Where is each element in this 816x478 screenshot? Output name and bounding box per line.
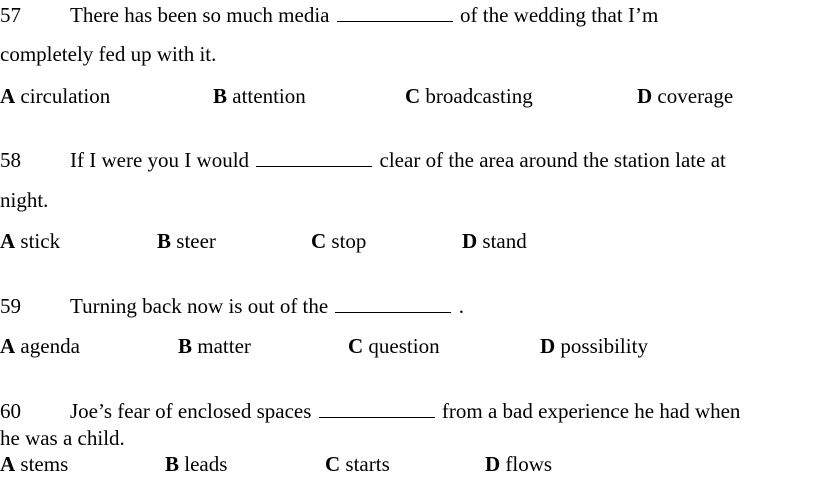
option-text: flows — [505, 452, 553, 476]
stem-text-after: . — [458, 294, 464, 318]
stem-text-before: There has been so much media — [70, 3, 330, 27]
option-letter: B — [213, 84, 228, 108]
option-text: stop — [331, 229, 367, 253]
option-text: circulation — [20, 84, 111, 108]
option-d[interactable]: D flows — [485, 452, 552, 476]
question-number: 59 — [0, 294, 21, 318]
option-d[interactable]: D stand — [462, 229, 527, 253]
option-letter: A — [0, 334, 16, 358]
option-a[interactable]: A agenda — [0, 334, 80, 358]
answer-blank — [256, 148, 373, 167]
option-letter: B — [178, 334, 193, 358]
option-b[interactable]: B matter — [178, 334, 251, 358]
question-60-continuation: he was a child. — [0, 426, 125, 450]
answer-blank — [318, 399, 435, 418]
option-d[interactable]: D possibility — [540, 334, 648, 358]
stem-text-before: Joe’s fear of enclosed spaces — [70, 399, 312, 423]
answer-blank — [336, 3, 453, 22]
option-letter: B — [165, 452, 180, 476]
option-text: stick — [20, 229, 61, 253]
option-text: matter — [197, 334, 251, 358]
option-a[interactable]: A stick — [0, 229, 60, 253]
option-letter: D — [637, 84, 653, 108]
option-b[interactable]: B steer — [157, 229, 216, 253]
option-letter: C — [405, 84, 421, 108]
option-letter: C — [348, 334, 364, 358]
option-text: coverage — [657, 84, 734, 108]
option-letter: A — [0, 229, 16, 253]
option-d[interactable]: D coverage — [637, 84, 733, 108]
question-59-stem: 59 Turning back now is out of the . — [0, 294, 464, 318]
option-c[interactable]: C starts — [325, 452, 390, 476]
option-text: stand — [482, 229, 527, 253]
question-number: 58 — [0, 148, 21, 172]
option-text: stems — [20, 452, 69, 476]
option-letter: A — [0, 452, 16, 476]
option-letter: B — [157, 229, 172, 253]
stem-text-after: of the wedding that I’m — [460, 3, 659, 27]
option-letter: D — [540, 334, 556, 358]
question-57-continuation: completely fed up with it. — [0, 42, 217, 66]
question-number: 57 — [0, 3, 21, 27]
option-b[interactable]: B leads — [165, 452, 227, 476]
option-a[interactable]: A circulation — [0, 84, 110, 108]
question-58-stem: 58 If I were you I would clear of the are… — [0, 148, 726, 172]
option-text: steer — [176, 229, 216, 253]
option-c[interactable]: C stop — [311, 229, 366, 253]
option-letter: C — [325, 452, 341, 476]
option-letter: C — [311, 229, 327, 253]
option-text: question — [368, 334, 440, 358]
answer-blank — [335, 294, 452, 313]
option-c[interactable]: C broadcasting — [405, 84, 533, 108]
question-58-continuation: night. — [0, 188, 49, 212]
option-text: leads — [184, 452, 228, 476]
option-letter: D — [462, 229, 478, 253]
option-text: agenda — [20, 334, 80, 358]
option-b[interactable]: B attention — [213, 84, 306, 108]
stem-text-before: If I were you I would — [70, 148, 250, 172]
option-text: possibility — [560, 334, 648, 358]
option-c[interactable]: C question — [348, 334, 440, 358]
stem-text-before: Turning back now is out of the — [70, 294, 329, 318]
option-letter: A — [0, 84, 16, 108]
question-number: 60 — [0, 399, 21, 423]
option-letter: D — [485, 452, 501, 476]
question-60-stem: 60 Joe’s fear of enclosed spaces from a b… — [0, 399, 740, 423]
stem-text-after: clear of the area around the station lat… — [379, 148, 726, 172]
question-57-stem: 57 There has been so much media of the we… — [0, 3, 658, 27]
option-a[interactable]: A stems — [0, 452, 68, 476]
option-text: attention — [232, 84, 306, 108]
stem-text-after: from a bad experience he had when — [441, 399, 741, 423]
option-text: starts — [345, 452, 390, 476]
option-text: broadcasting — [425, 84, 533, 108]
